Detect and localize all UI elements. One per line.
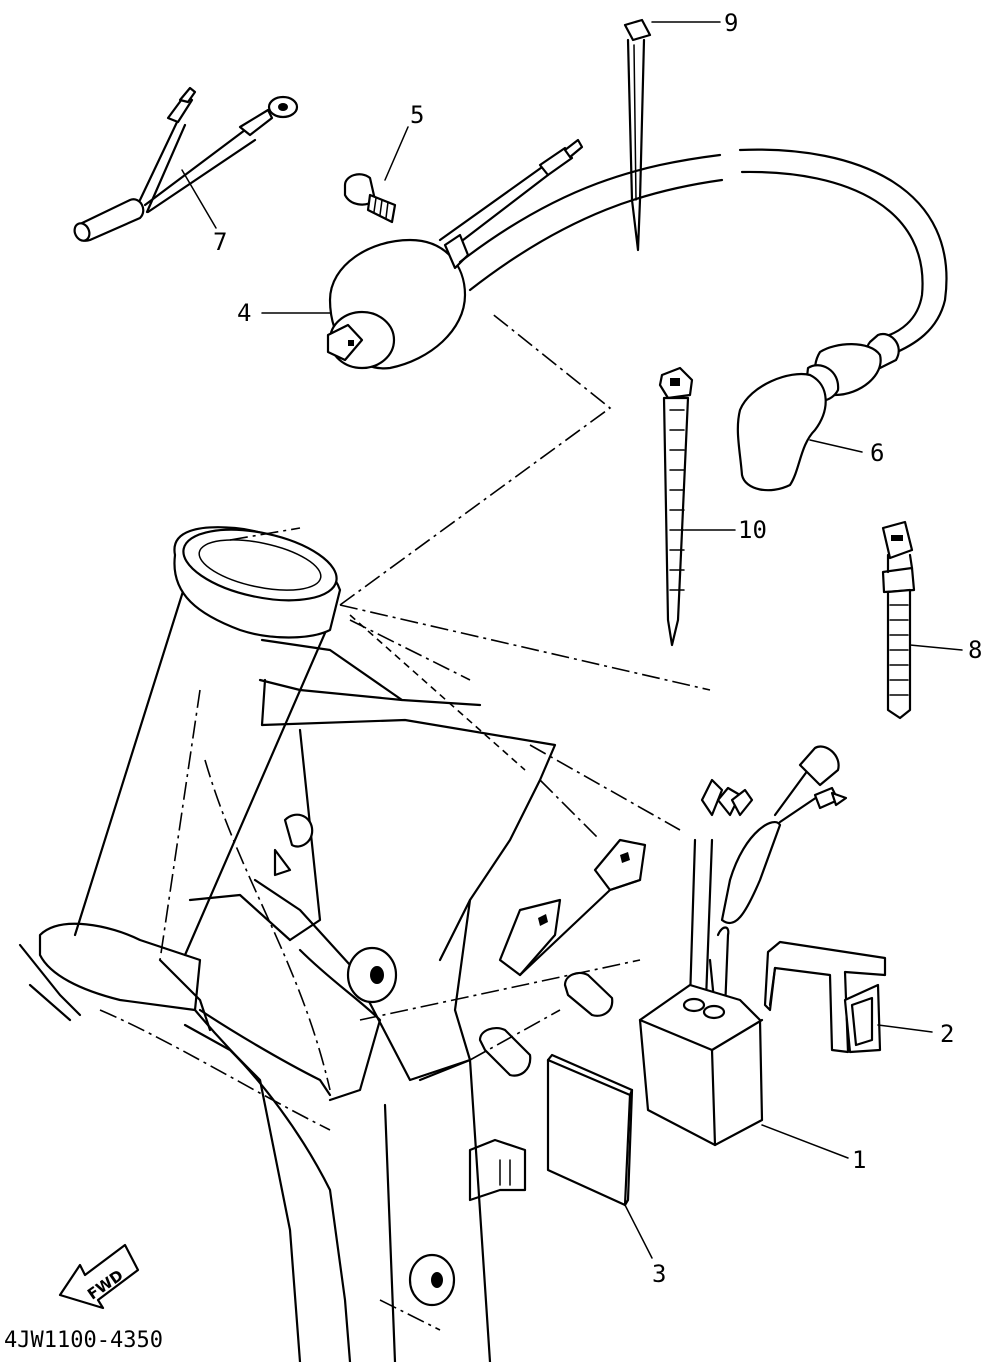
callout-labels: 1 2 3 4 5 6 7 8 9 10 xyxy=(213,9,982,1288)
fwd-direction-badge: FWD xyxy=(58,1243,140,1310)
frame-outline xyxy=(18,311,711,1362)
part-6-plug-cap xyxy=(458,148,948,492)
callout-5: 5 xyxy=(410,101,424,129)
callout-4: 4 xyxy=(237,299,251,327)
callout-3: 3 xyxy=(652,1260,666,1288)
callout-9: 9 xyxy=(724,9,738,37)
callout-6: 6 xyxy=(870,439,884,467)
leader-lines xyxy=(181,21,963,1259)
part-3-pad xyxy=(546,1053,634,1207)
callout-7: 7 xyxy=(213,228,227,256)
part-5-screw xyxy=(343,173,397,224)
part-1-cdi-unit xyxy=(638,745,848,1147)
callout-10: 10 xyxy=(738,516,767,544)
part-9-cable-tie xyxy=(623,18,652,252)
part-8-band xyxy=(881,520,916,720)
callout-1: 1 xyxy=(852,1146,866,1174)
part-2-bracket xyxy=(763,940,887,1054)
callout-8: 8 xyxy=(968,636,982,664)
part-7-lead-wire xyxy=(73,86,299,242)
callout-2: 2 xyxy=(940,1020,954,1048)
drawing-code: 4JW1100-4350 xyxy=(4,1328,163,1353)
part-10-cable-tie xyxy=(658,366,694,647)
part-4-ignition-coil xyxy=(326,138,584,370)
